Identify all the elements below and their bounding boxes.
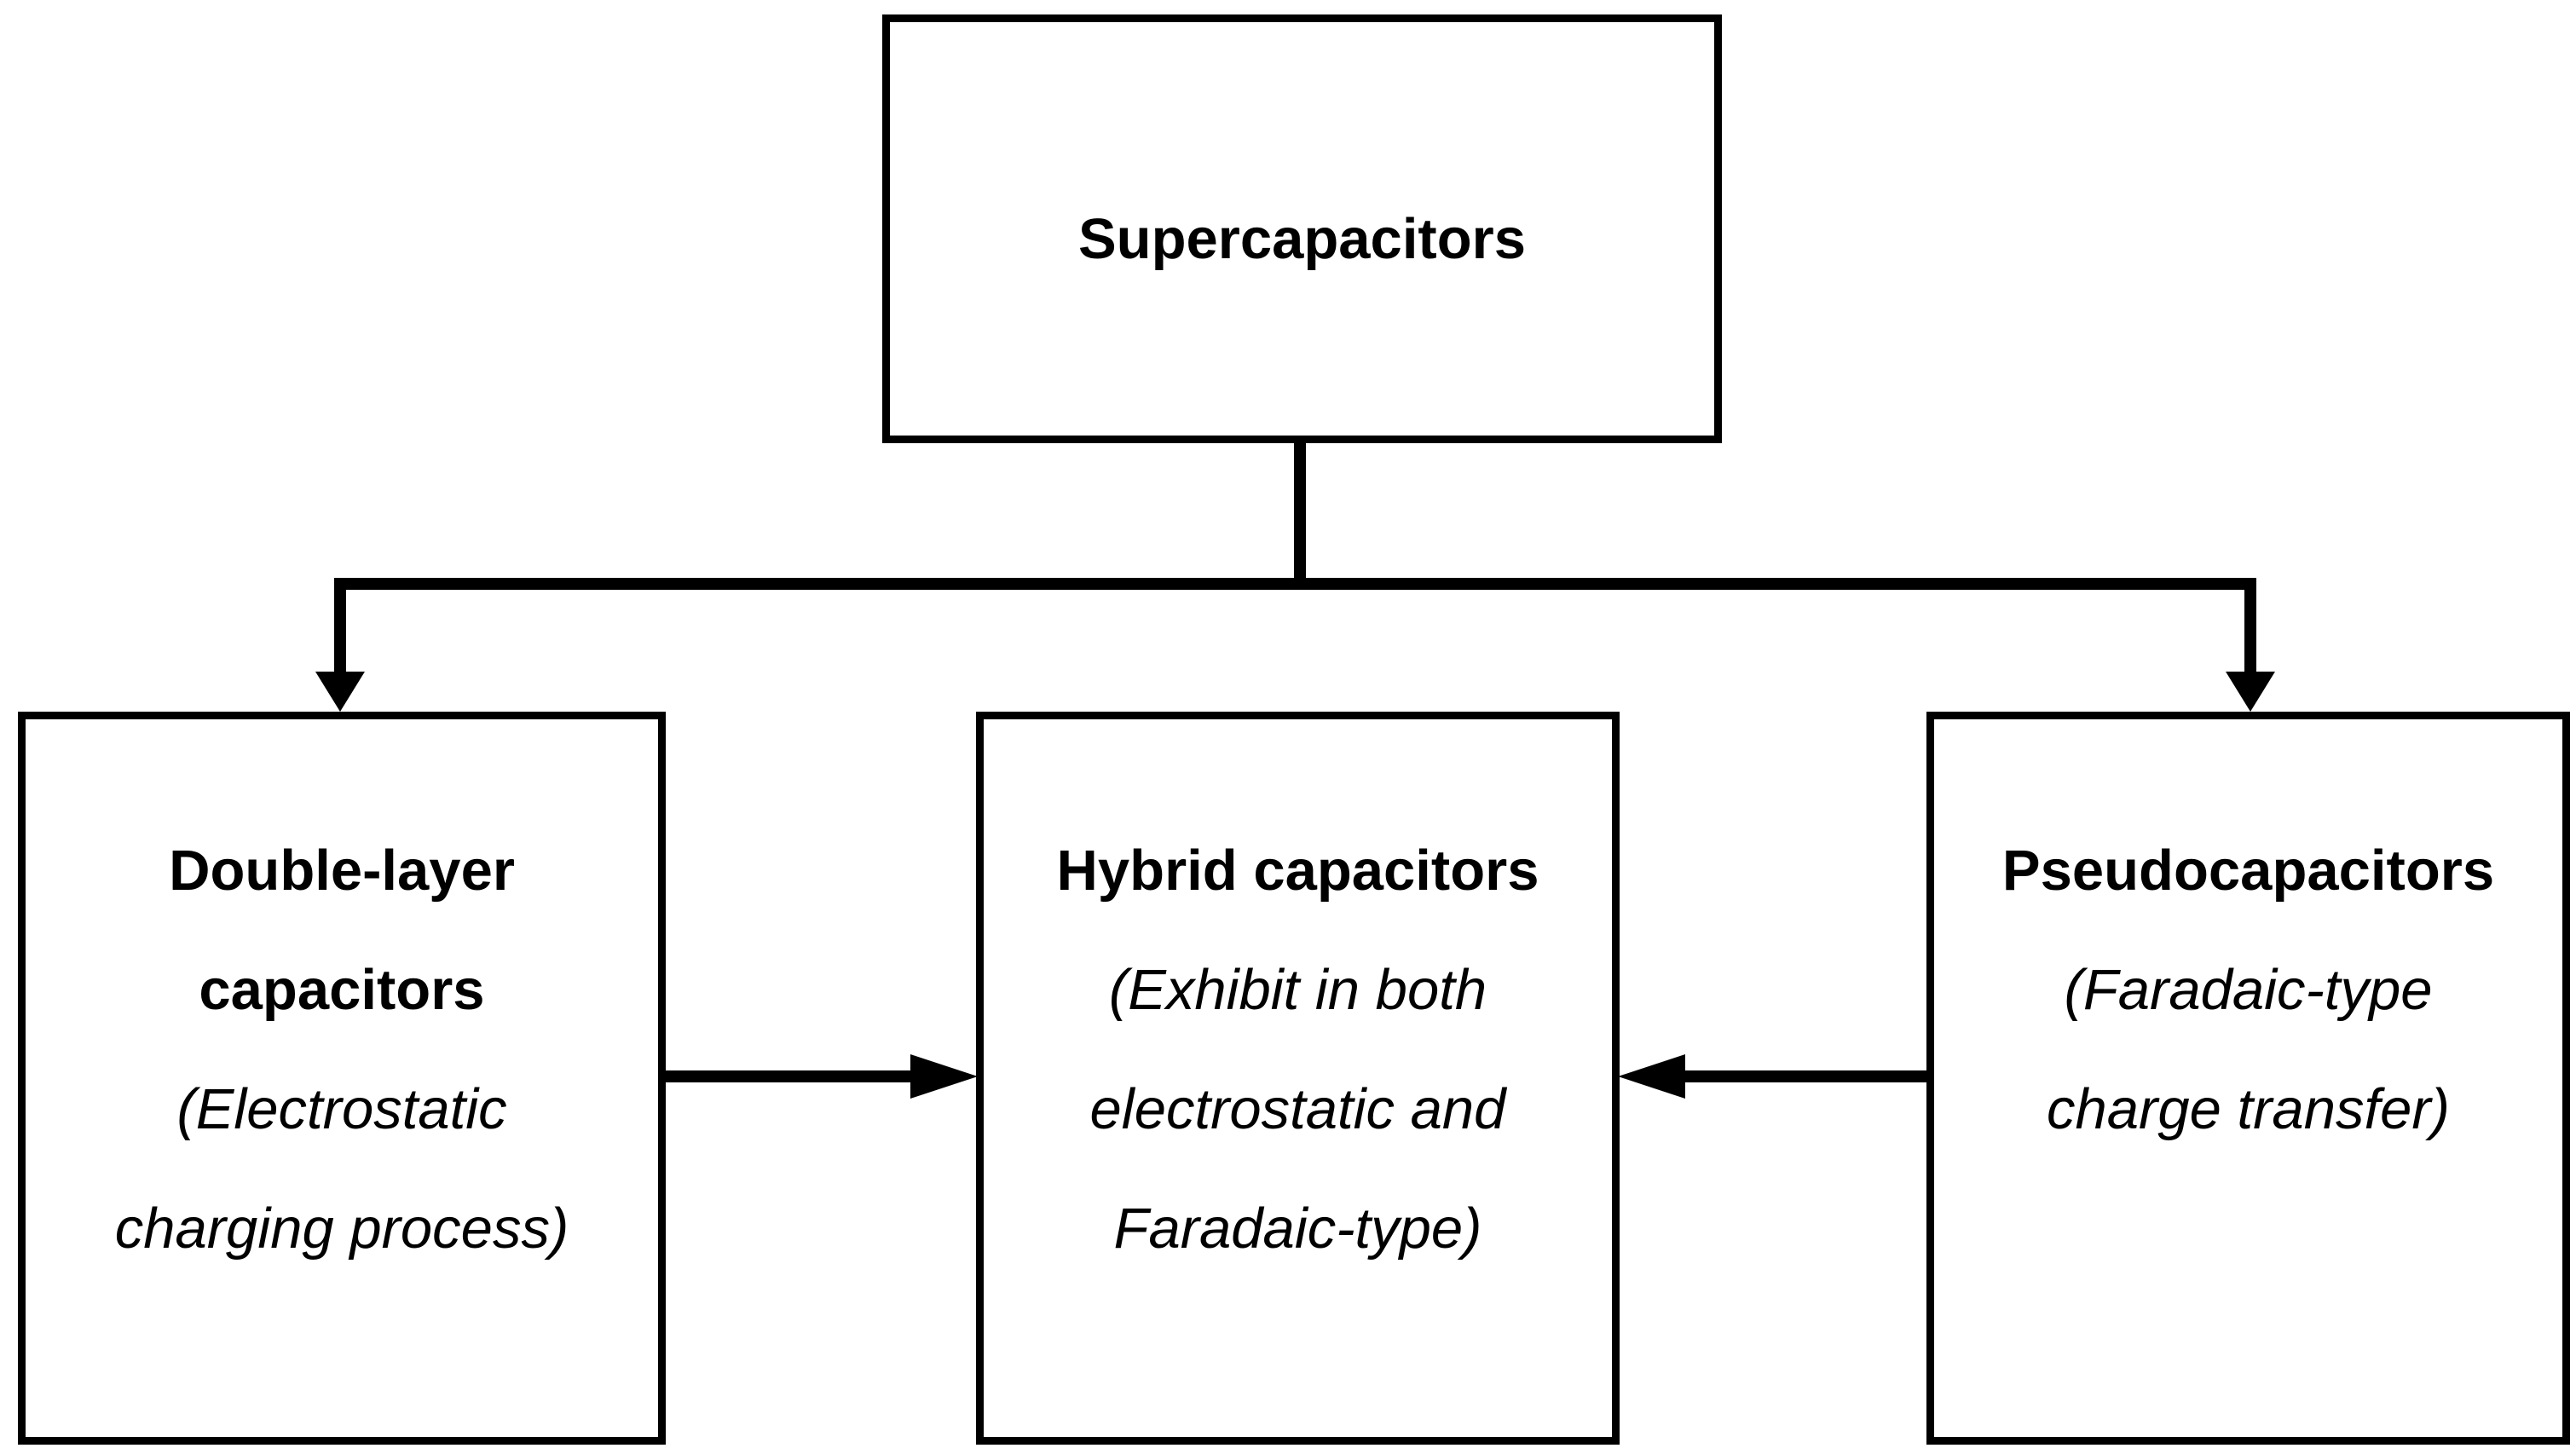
arrowhead-right-to-hybrid bbox=[910, 1054, 978, 1099]
double-layer-title-line1: Double-layer bbox=[169, 839, 515, 903]
double-layer-desc-line2: charging process) bbox=[114, 1197, 569, 1261]
pseudo-desc-line1: (Faradaic-type bbox=[2064, 958, 2433, 1022]
hybrid-title-line1: Hybrid capacitors bbox=[1056, 839, 1539, 903]
hybrid-capacitors-box: Hybrid capacitors (Exhibit in both elect… bbox=[976, 712, 1620, 1445]
hybrid-desc-line3: Faradaic-type) bbox=[1113, 1197, 1482, 1261]
supercapacitors-box: Supercapacitors bbox=[882, 14, 1722, 443]
double-layer-desc-line1: (Electrostatic bbox=[176, 1077, 507, 1141]
pseudocapacitors-box: Pseudocapacitors (Faradaic-type charge t… bbox=[1926, 712, 2570, 1445]
arrowhead-down-right bbox=[2226, 672, 2275, 712]
arrowhead-down-left bbox=[315, 672, 365, 712]
double-layer-title-line2: capacitors bbox=[199, 958, 485, 1022]
hybrid-desc-line2: electrostatic and bbox=[1089, 1077, 1506, 1141]
double-layer-capacitors-box: Double-layer capacitors (Electrostatic c… bbox=[18, 712, 666, 1445]
supercapacitors-title: Supercapacitors bbox=[1077, 207, 1527, 271]
pseudo-desc-line2: charge transfer) bbox=[2047, 1077, 2450, 1141]
hybrid-desc-line1: (Exhibit in both bbox=[1108, 958, 1487, 1022]
arrowhead-left-to-hybrid bbox=[1618, 1054, 1685, 1099]
pseudo-title-line1: Pseudocapacitors bbox=[2001, 839, 2495, 903]
